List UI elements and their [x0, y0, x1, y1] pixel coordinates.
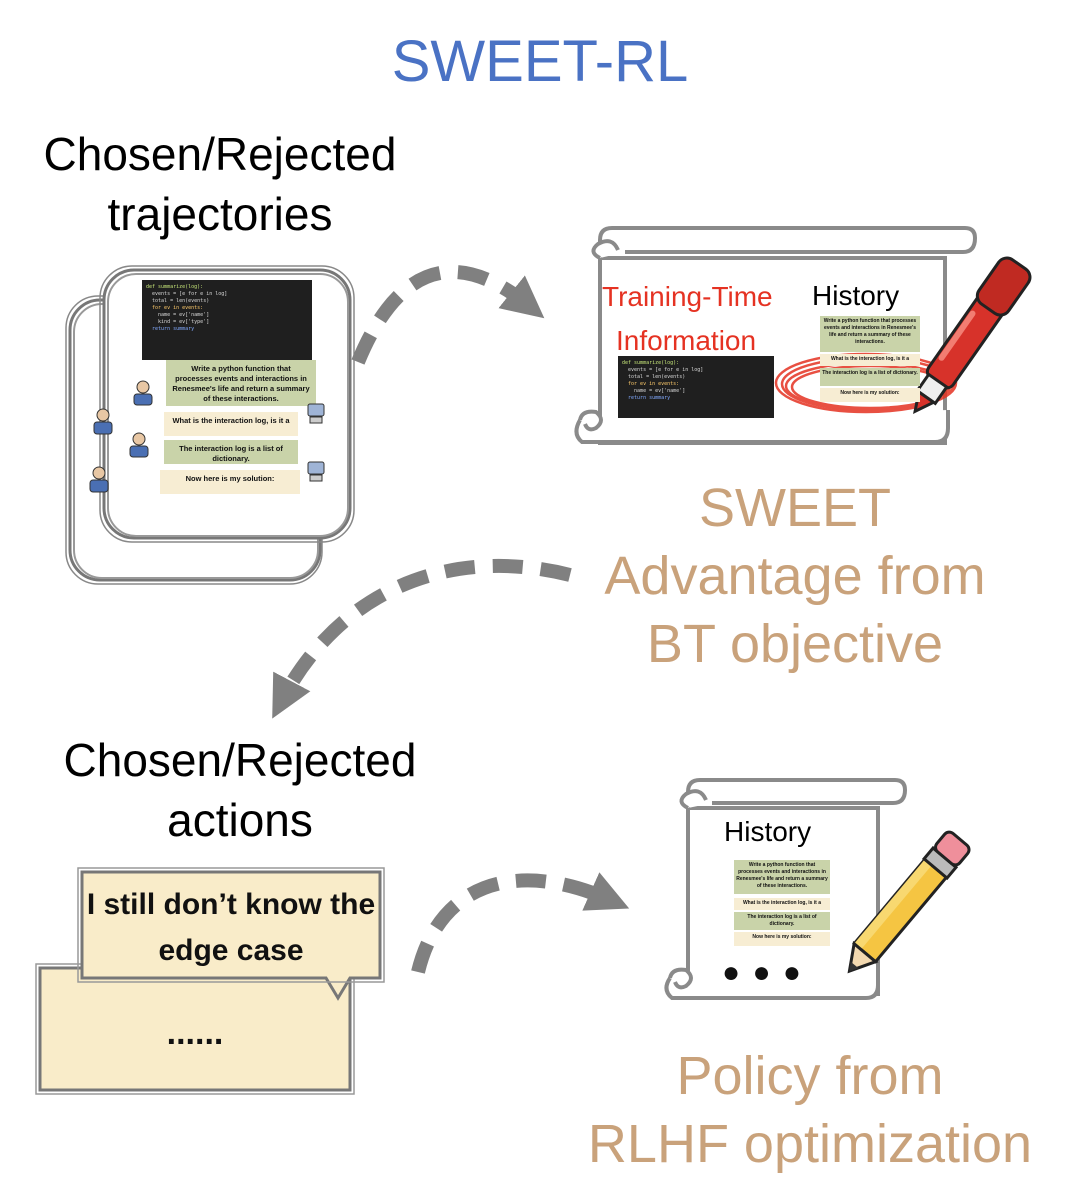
- sweet-history-label: History: [812, 280, 900, 311]
- arrow-icon-3: [411, 872, 630, 974]
- sweet-label-line1: SWEET: [698, 478, 891, 538]
- arrow-icon-2: [272, 558, 572, 719]
- robot-icon: [307, 403, 325, 424]
- policy-agent-message-1: What is the interaction log, is it a: [734, 898, 830, 910]
- actions-label: Chosen/Rejected actions: [30, 730, 450, 850]
- sweet-agent-message-1: What is the interaction log, is it a: [820, 354, 920, 366]
- sweet-agent-message-2: Now here is my solution:: [820, 388, 920, 402]
- user-message-2: The interaction log is a list of diction…: [164, 440, 298, 464]
- sweet-label-line2: Advantage from: [604, 546, 986, 606]
- sweet-label: SWEET Advantage from BT objective: [580, 474, 1010, 678]
- pencil-icon: [847, 830, 971, 974]
- policy-dots: ● ● ●: [722, 956, 804, 989]
- trajectory-card-content: def summarize(log): events = [e for e in…: [110, 280, 346, 530]
- information-label: Information: [616, 325, 757, 356]
- policy-label-line1: Policy from: [676, 1046, 944, 1106]
- agent-message-2: Now here is my solution:: [160, 470, 300, 494]
- policy-history-label: History: [724, 816, 812, 847]
- training-time-label: Training-Time: [602, 280, 773, 314]
- arrow-icon-1: [351, 265, 545, 365]
- policy-user-message-1: Write a python function that processes e…: [734, 860, 830, 894]
- robot-icon-2: [307, 461, 325, 482]
- sweet-label-line3: BT objective: [646, 614, 944, 674]
- diagram-title: SWEET-RL: [391, 29, 689, 94]
- policy-agent-message-2: Now here is my solution:: [734, 932, 830, 946]
- user-icon-back-2: [89, 466, 109, 493]
- user-icon: [133, 380, 153, 406]
- sweet-user-message-1: Write a python function that processes e…: [820, 316, 920, 352]
- code-snippet: def summarize(log): events = [e for e in…: [142, 280, 312, 360]
- bubble-back: [35, 963, 355, 1095]
- agent-message-1: What is the interaction log, is it a: [164, 412, 298, 436]
- sweet-user-message-2: The interaction log is a list of diction…: [820, 368, 920, 386]
- policy-label-line2: RLHF optimization: [587, 1114, 1033, 1174]
- sweet-code-snippet: def summarize(log): events = [e for e in…: [618, 356, 774, 418]
- user-icon-2: [129, 432, 149, 458]
- user-icon-back: [93, 408, 113, 435]
- policy-user-message-2: The interaction log is a list of diction…: [734, 912, 830, 930]
- trajectories-label-line2: trajectories: [107, 188, 333, 240]
- user-message-1: Write a python function that processes e…: [166, 360, 316, 406]
- trajectories-label-line1: Chosen/Rejected: [43, 128, 397, 180]
- bubble-front: [77, 867, 385, 1001]
- policy-label: Policy from RLHF optimization: [560, 1042, 1060, 1178]
- trajectories-label: Chosen/Rejected trajectories: [10, 124, 430, 244]
- actions-label-line1: Chosen/Rejected: [63, 734, 417, 786]
- actions-label-line2: actions: [167, 794, 313, 846]
- bubble-front-text: I still don’t know the edge case: [86, 888, 376, 967]
- marker-icon: [913, 256, 1032, 414]
- bubble-back-text: ......: [166, 1014, 224, 1052]
- training-time-line1: Training-Time: [602, 281, 773, 312]
